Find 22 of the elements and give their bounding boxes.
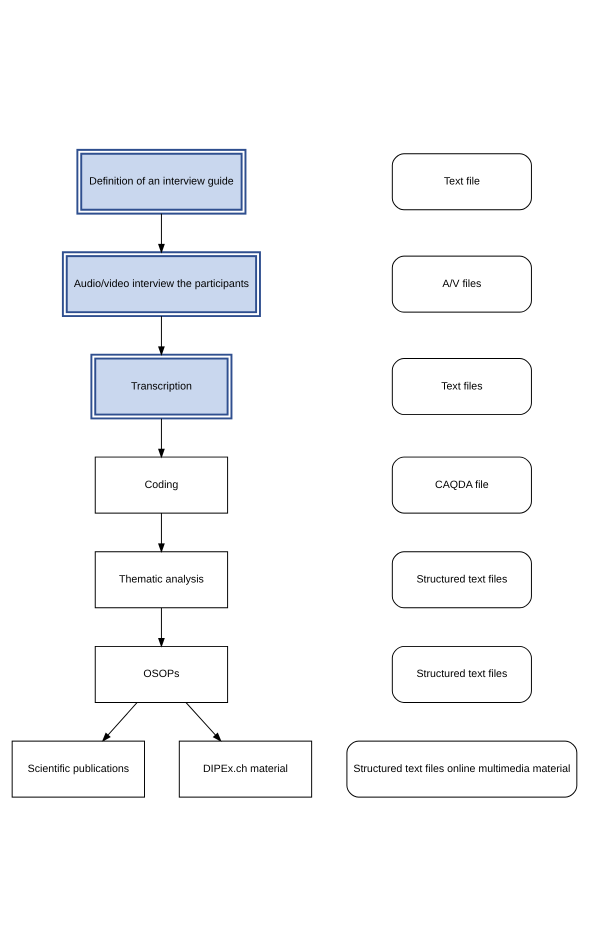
arrow bbox=[158, 512, 165, 552]
node-box: Thematic analysis bbox=[94, 550, 228, 608]
arrow bbox=[158, 212, 165, 254]
node-box: Structured text files bbox=[392, 645, 532, 702]
node-box: Structured text files online multimedia material bbox=[346, 740, 578, 798]
node-box: CAQDA file bbox=[392, 456, 532, 514]
arrow bbox=[102, 702, 138, 742]
node-box: OSOPs bbox=[94, 645, 228, 702]
arrow bbox=[158, 606, 165, 648]
node-box: Text file bbox=[392, 152, 532, 210]
arrow bbox=[158, 418, 165, 458]
node-box: A/V files bbox=[392, 255, 532, 312]
arrow bbox=[158, 315, 165, 356]
node-box: Audio/video interview the participants bbox=[62, 250, 261, 316]
node-box: Transcription bbox=[90, 353, 232, 419]
node-box: Scientific publications bbox=[12, 740, 145, 798]
node-box: Definition of an interview guide bbox=[76, 148, 246, 214]
node-box: Coding bbox=[94, 456, 228, 514]
node-box: Text files bbox=[392, 358, 532, 415]
node-box: DIPEx.ch material bbox=[178, 740, 312, 798]
arrow bbox=[185, 702, 222, 742]
node-box: Structured text files bbox=[392, 550, 532, 608]
